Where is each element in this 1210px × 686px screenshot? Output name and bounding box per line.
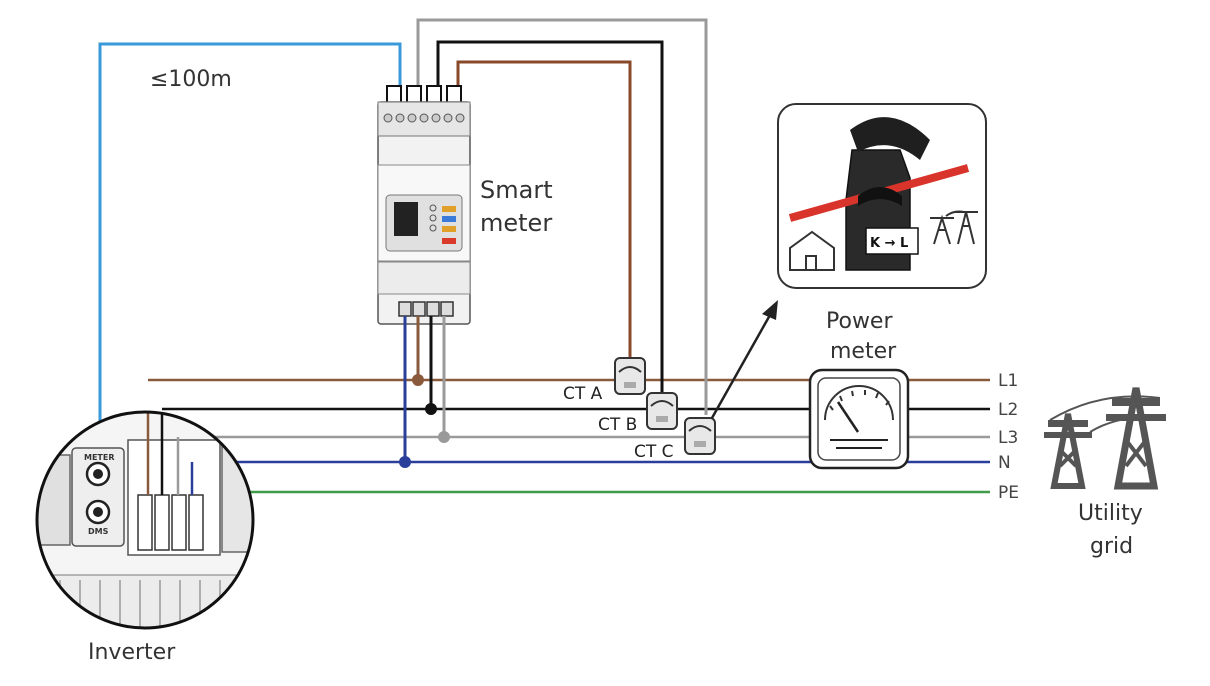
ct-clamp-b [646,392,678,430]
power-meter [808,368,910,470]
utility-grid-label-line2: grid [1090,534,1133,559]
line-label-l3: L3 [998,428,1018,448]
ct-a-label: CT A [563,384,603,404]
bottom-terminals [398,301,454,317]
ct-clamp-c [684,417,716,455]
dms-port-label: DMS [88,527,109,536]
distance-label: ≤100m [150,67,232,92]
ct-clamp-detail: K → L [777,103,987,289]
ct-b-wire [436,40,664,393]
inverter: METER DMS [35,410,255,630]
line-label-n: N [998,453,1011,473]
clamp-direction-label: K → L [870,236,908,251]
house-icon [789,230,835,271]
meter-port-label: METER [84,453,115,462]
inverter-label: Inverter [88,640,176,665]
ct-c-label: CT C [634,442,674,462]
power-meter-label-line1: Power [826,309,893,334]
smart-meter [377,85,471,325]
line-label-pe: PE [998,483,1019,503]
meter-needle [836,401,860,433]
pylon-icon [930,210,978,245]
power-meter-label-line2: meter [830,339,897,364]
ct-b-label: CT B [598,415,637,435]
junction-l2 [425,403,437,415]
smart-meter-label-line2: meter [480,209,552,237]
rs485-cable [98,42,402,460]
junction-l3 [438,431,450,443]
line-label-l1: L1 [998,371,1018,391]
ct-c-wire [416,18,708,415]
top-screws [383,113,465,123]
line-label-l2: L2 [998,400,1018,420]
zoom-arrow [710,300,778,419]
ct-clamp-a [614,357,646,395]
junction-l1 [412,374,424,386]
utility-grid-icon [1044,387,1166,490]
meter-display [394,202,418,236]
junction-n [399,456,411,468]
ct-a-wire [456,60,632,358]
smart-meter-label-line1: Smart [480,176,553,204]
utility-grid-label-line1: Utility [1078,501,1143,526]
